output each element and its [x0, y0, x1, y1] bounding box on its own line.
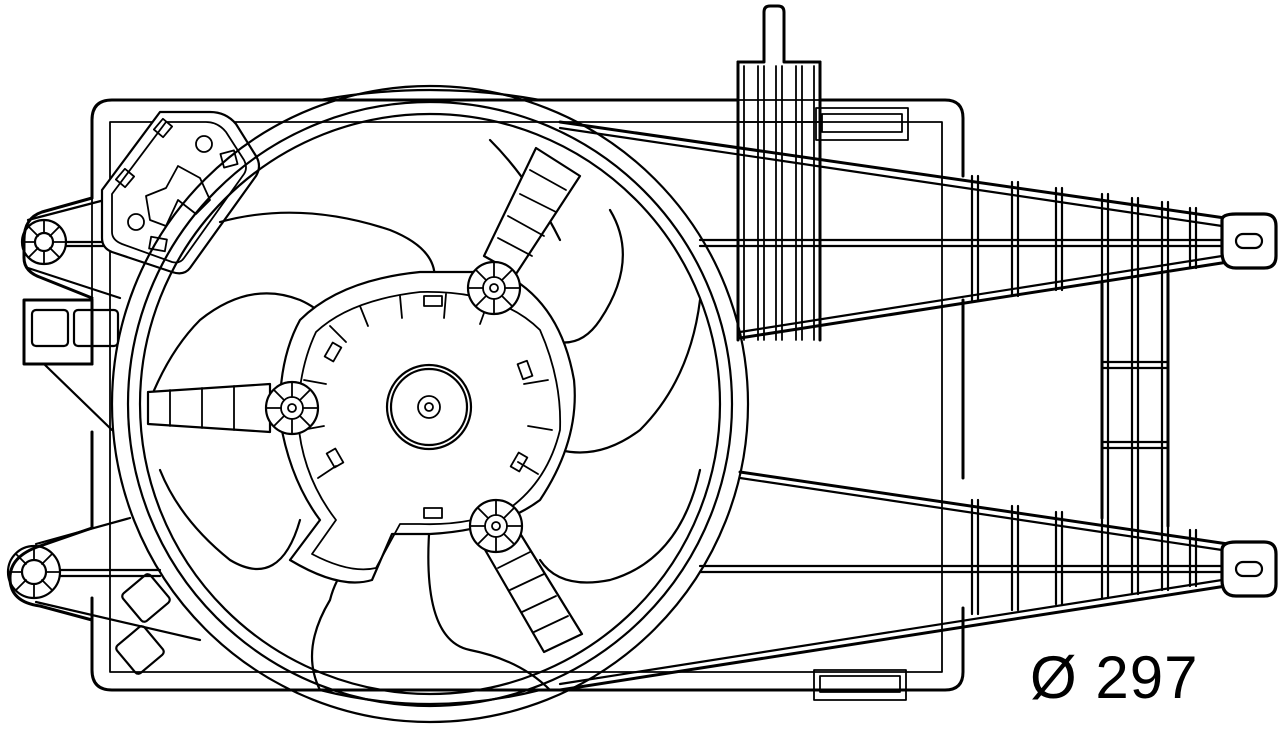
motor-center	[385, 363, 473, 451]
spoke-boss-top	[466, 260, 522, 316]
left-mounting-lugs	[6, 194, 202, 675]
spoke-boss-bottom	[468, 498, 524, 554]
motor-hub	[146, 146, 584, 654]
diameter-dimension-label: Ø 297	[1030, 644, 1199, 711]
fan-blades	[148, 138, 702, 692]
fan-shroud-ring	[110, 84, 750, 724]
electrical-connector	[100, 110, 261, 275]
spoke-boss-left	[264, 380, 320, 436]
right-mounting-arms	[558, 120, 1278, 692]
